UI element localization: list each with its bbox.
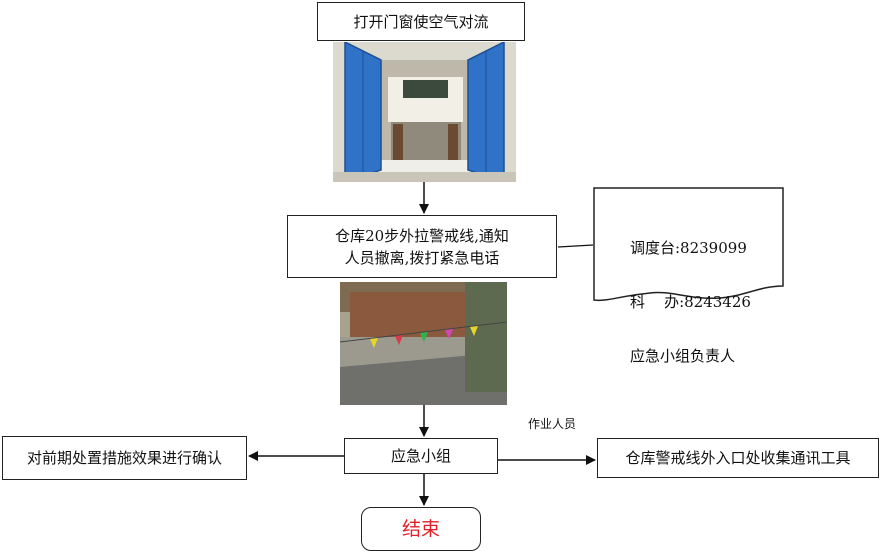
- contact-dispatch: 调度台:8239099: [630, 239, 747, 257]
- emergency-team-text: 应急小组: [390, 447, 451, 465]
- cordon-image: [340, 282, 507, 405]
- step-open-doors-box: 打开门窗使空气对流: [317, 2, 525, 41]
- workers-label: 作业人员: [528, 417, 577, 431]
- collect-devices-box: 仓库警戒线外入口处收集通讯工具: [597, 438, 879, 478]
- photo-cordon-line: [340, 282, 507, 405]
- end-text: 结束: [401, 518, 440, 540]
- contact-note: 调度台:8239099 科 办:8243426 应急小组负责人: [630, 203, 751, 383]
- confirm-measures-text: 对前期处置措施效果进行确认: [26, 449, 222, 467]
- contact-office: 科 办:8243426: [630, 293, 751, 311]
- note-document-shape: [593, 187, 784, 302]
- step-cordon-line1: 仓库20步外拉警戒线,通知: [335, 226, 509, 245]
- step-open-doors-text: 打开门窗使空气对流: [353, 12, 489, 31]
- end-box: 结束: [361, 507, 481, 551]
- confirm-measures-box: 对前期处置措施效果进行确认: [2, 436, 247, 480]
- emergency-team-box: 应急小组: [344, 438, 498, 474]
- photo-open-doors: [333, 42, 516, 182]
- open-doors-image: [333, 42, 516, 182]
- collect-devices-text: 仓库警戒线外入口处收集通讯工具: [625, 449, 851, 467]
- note-connector: [557, 244, 594, 248]
- step-cordon-line2: 人员撤离,拨打紧急电话: [344, 248, 500, 267]
- contact-leader: 应急小组负责人: [630, 347, 736, 365]
- step-cordon-box: 仓库20步外拉警戒线,通知 人员撤离,拨打紧急电话: [287, 215, 557, 278]
